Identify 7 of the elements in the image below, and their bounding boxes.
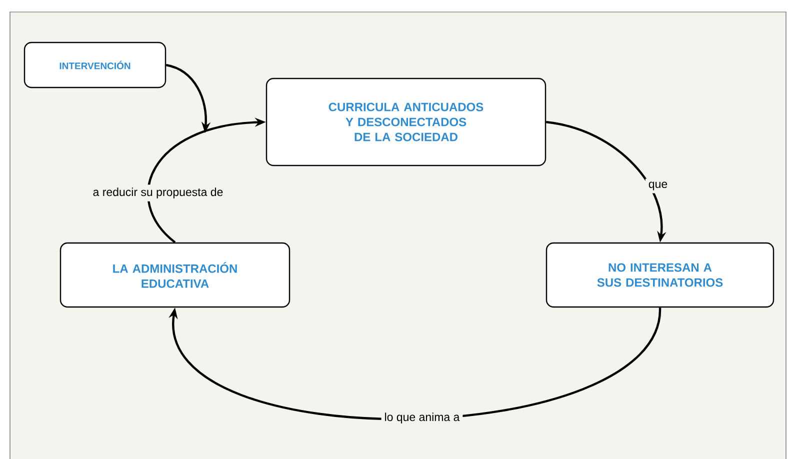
concept-box: INTERVENCIÓN (24, 42, 166, 88)
edge-label: lo que anima a (381, 410, 463, 426)
edge-label: a reducir su propuesta de (90, 184, 226, 202)
edge-label: que (645, 178, 671, 194)
concept-box: LA ADMINISTRACIÓN EDUCATIVA (60, 242, 290, 308)
concept-box: CURRICULA ANTICUADOS Y DESCONECTADOS DE LA SOCIEDAD (266, 78, 546, 166)
concept-box: NO INTERESAN A SUS DESTINATORIOS (546, 242, 774, 308)
